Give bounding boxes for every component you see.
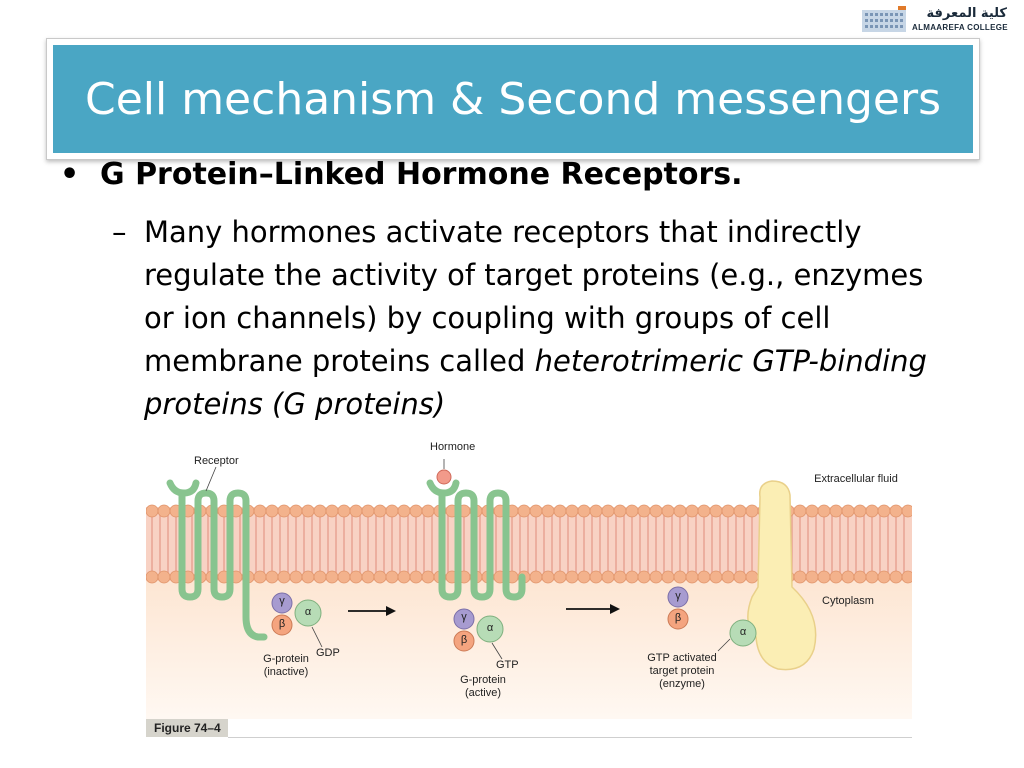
g-protein-figure: Receptor Hormone Extracellular fluid Cyt… [146,437,912,741]
bullet-text: G Protein–Linked Hormone Receptors. [100,157,743,192]
gamma-label-1: γ [279,595,285,607]
gtp-label: GTP [496,659,519,671]
lipid-bilayer [146,507,912,581]
receptor-active [426,479,526,601]
sub-plain-text: Many hormones activate receptors that in… [144,215,924,378]
beta-label-1: β [278,618,286,630]
sub-bullet-text: Many hormones activate receptors that in… [112,211,962,426]
alpha-subunit-3 [729,619,757,647]
alpha-label-3: α [739,626,747,638]
gtp-activated-label: GTP activated target protein (enzyme) [647,652,717,690]
beta-subunit-3 [667,608,689,630]
arrow-2-head [610,604,620,614]
extracellular-label: Extracellular fluid [814,473,898,485]
leader-lines [311,626,731,660]
college-logo: كلية المعرفة ALMAAREFA COLLEGE [862,6,1012,36]
figure-caption: Figure 74–4 [146,719,228,737]
beta-label-3: β [674,612,682,624]
bullet-dot-icon: • [60,157,80,192]
hormone-label: Hormone [430,441,476,453]
logo-arabic-text: كلية المعرفة [926,6,1007,21]
caption-rule [228,737,912,738]
slide-title: Cell mechanism & Second messengers [84,73,942,125]
hormone-molecule [436,469,452,485]
sub-bullet: – Many hormones activate receptors that … [112,211,962,426]
sub-italic-text: heterotrimeric GTP-binding proteins (G p… [144,344,927,421]
building-icon [862,6,906,32]
alpha-label-1: α [304,606,312,618]
gamma-subunit-3 [667,586,689,608]
gdp-label: GDP [316,647,340,659]
title-frame: Cell mechanism & Second messengers [46,38,980,160]
gamma-label-3: γ [675,590,681,602]
beta-subunit-1 [271,614,293,636]
arrow-1-head [386,606,396,616]
receptor-label: Receptor [194,455,239,467]
alpha-subunit-1 [294,599,322,627]
membrane-diagram [146,459,912,719]
gprotein-inactive-label: G-protein (inactive) [263,653,309,678]
main-bullet: • G Protein–Linked Hormone Receptors. [60,157,743,192]
beta-subunit-2 [453,630,475,652]
gamma-subunit-2 [453,608,475,630]
title-banner: Cell mechanism & Second messengers [53,45,973,153]
logo-english-text: ALMAAREFA COLLEGE [912,23,1008,32]
gprotein-active-label: G-protein (active) [460,674,506,699]
gamma-subunit-1 [271,592,293,614]
gamma-label-2: γ [461,611,467,623]
receptor-inactive [166,479,268,641]
beta-label-2: β [460,634,468,646]
dash-marker: – [112,215,127,249]
cytoplasm-label: Cytoplasm [822,595,874,607]
alpha-label-2: α [486,622,494,634]
alpha-subunit-2 [476,615,504,643]
